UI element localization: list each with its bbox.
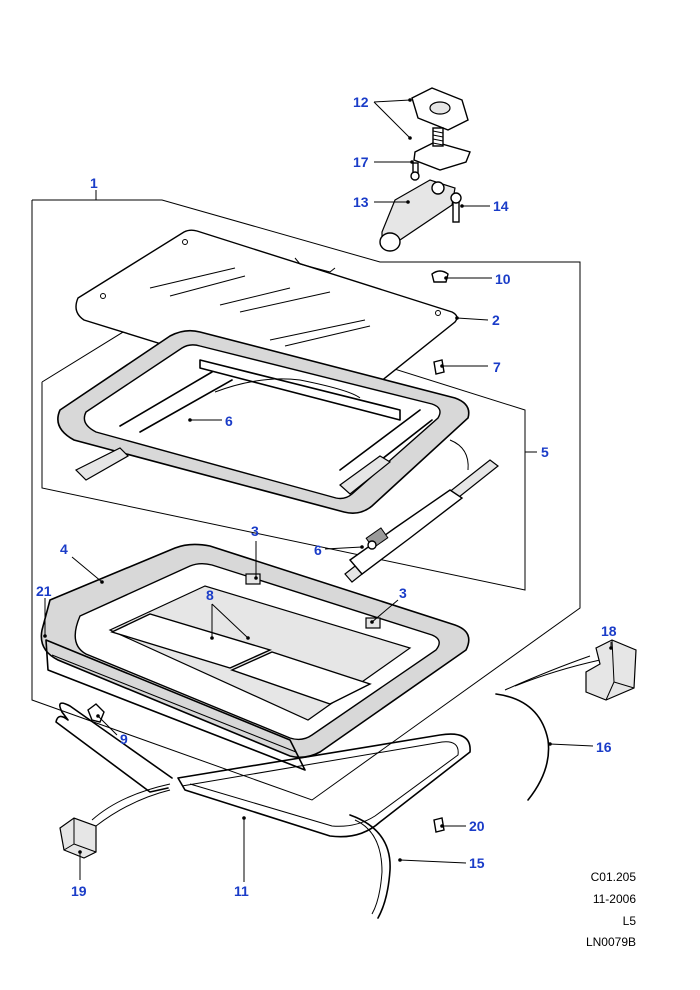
frame-seal-rear: [177, 733, 471, 838]
reference-date: 11-2006: [592, 892, 636, 906]
drain-cable-left-2: [95, 789, 171, 827]
frame-seal: [55, 702, 173, 793]
glass-hole: [435, 310, 441, 316]
callout-8: 8: [206, 587, 214, 603]
slide-frame-inner: [83, 344, 441, 500]
leader-lines: [43, 98, 613, 882]
screw-17-head: [410, 171, 420, 181]
frame-drain-tube: [449, 439, 469, 471]
handle-stud-thread: [432, 130, 444, 146]
callout-6b: 6: [314, 542, 322, 558]
assembly-boundary-1: [31, 199, 581, 801]
slide-guide-left: [74, 447, 129, 481]
callout-17: 17: [353, 154, 369, 170]
drain-cable-left: [91, 783, 171, 821]
callout-10: 10: [495, 271, 511, 287]
slide-mechanism-body: [348, 489, 464, 575]
drain-clip-19-edge: [63, 818, 97, 853]
slide-mechanism-pin: [367, 540, 377, 550]
base-tray-panel-left: [110, 613, 272, 669]
callout-9: 9: [120, 731, 128, 747]
base-tray-panel-right: [230, 651, 372, 705]
callout-3a: 3: [251, 523, 259, 539]
handle-bezel-hole: [429, 101, 451, 115]
drain-clip-19: [59, 817, 97, 859]
drain-tube-front-3: [514, 659, 601, 687]
drain-tube-front-2: [504, 655, 591, 691]
callout-20: 20: [469, 818, 485, 834]
stop-10: [431, 270, 449, 283]
callout-15: 15: [469, 855, 485, 871]
clip-3-left: [245, 573, 261, 585]
glass-reflection: [149, 267, 371, 347]
glass-hole: [182, 239, 188, 245]
callout-19: 19: [71, 883, 87, 899]
callout-3b: 3: [399, 585, 407, 601]
drain-tube-front: [495, 693, 550, 801]
base-tray-lip-edge: [51, 654, 297, 753]
base-tray-lip: [45, 639, 306, 771]
frame-seal-rear-inner: [181, 741, 459, 827]
callout-16: 16: [596, 739, 612, 755]
callout-4: 4: [60, 541, 68, 557]
callout-13: 13: [353, 194, 369, 210]
handle-pivot: [431, 181, 445, 195]
callout-7: 7: [493, 359, 501, 375]
drain-tube-rear-2: [354, 819, 383, 915]
slide-frame-bar: [199, 359, 401, 421]
callout-18: 18: [601, 623, 617, 639]
callout-2: 2: [492, 312, 500, 328]
screw-20: [433, 817, 445, 833]
glass-panel-tab: [294, 257, 336, 273]
callout-12: 12: [353, 94, 369, 110]
callout-21: 21: [36, 583, 52, 599]
callout-6a: 6: [225, 413, 233, 429]
glass-hole: [100, 293, 106, 299]
glass-panel: [75, 229, 458, 403]
screw-14-head: [450, 192, 462, 204]
reference-section: C01.205: [590, 870, 636, 884]
callout-14: 14: [493, 198, 509, 214]
slide-frame-rail: [119, 371, 433, 485]
handle-knob: [379, 232, 401, 252]
callout-11: 11: [234, 883, 249, 899]
reference-model: L5: [622, 914, 636, 928]
screw-7: [433, 359, 445, 375]
drain-clip-18-edge: [605, 639, 635, 701]
drive-cable-link: [214, 378, 361, 399]
slide-guide-right: [339, 455, 392, 495]
callout-5: 5: [541, 444, 549, 460]
reference-drawing-number: LN0079B: [585, 935, 636, 949]
drain-tube-rear: [349, 814, 391, 919]
callout-1: 1: [90, 175, 98, 191]
